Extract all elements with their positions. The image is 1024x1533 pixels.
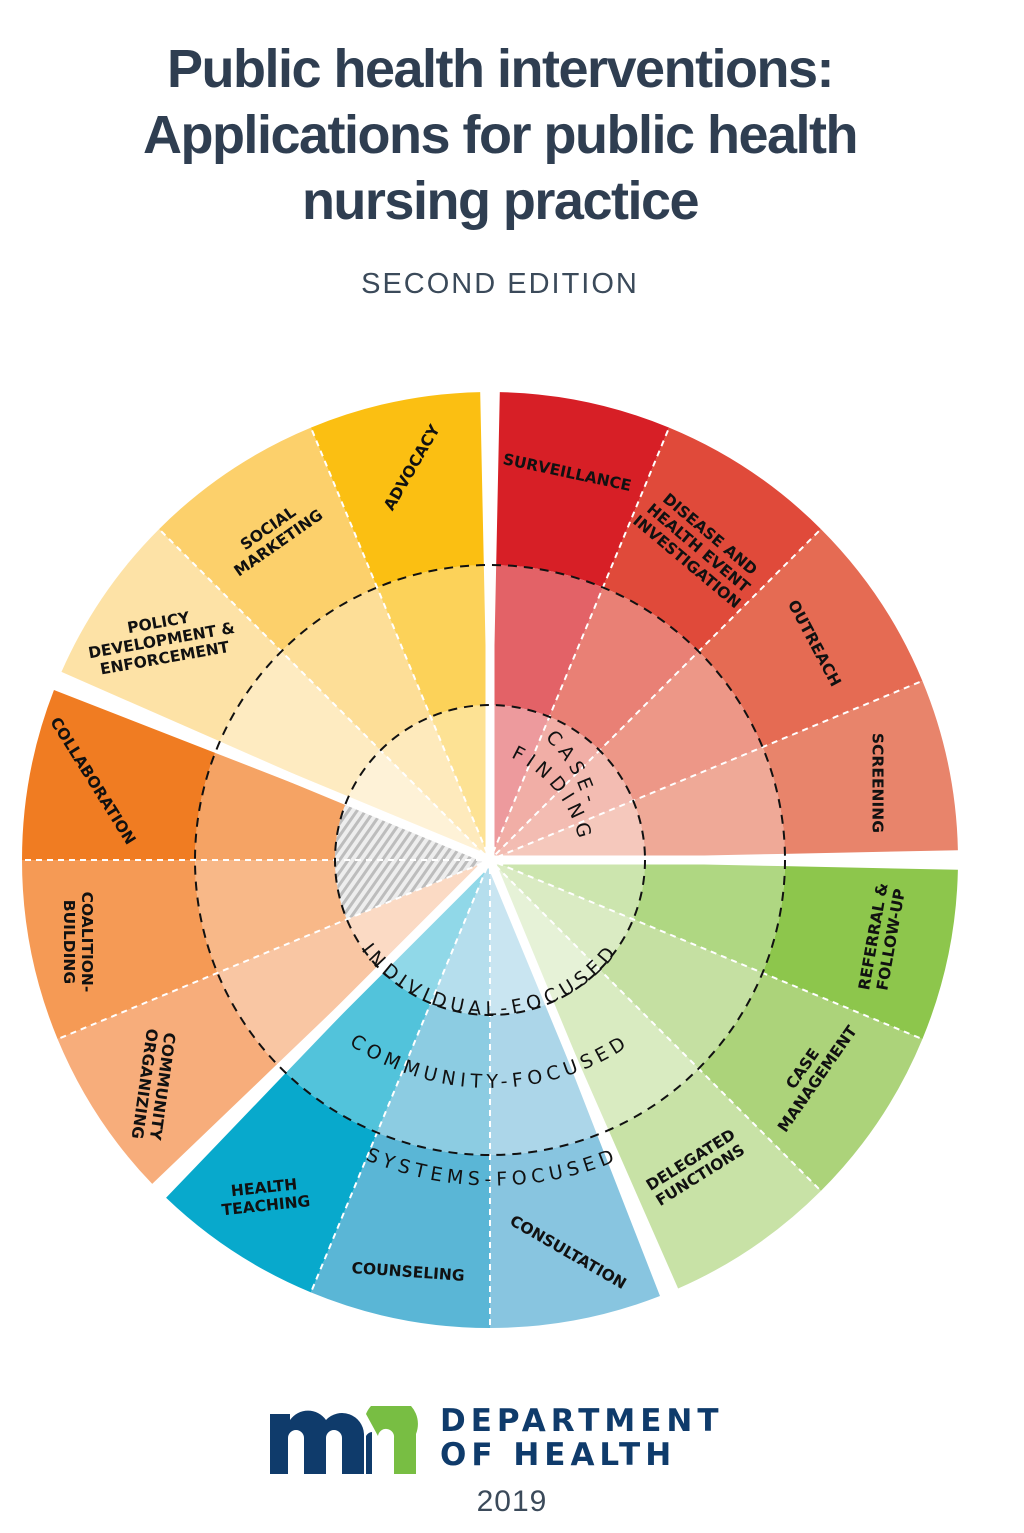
segment-inner-yellow-2 bbox=[348, 750, 490, 860]
segment-outer-red-3 bbox=[762, 680, 958, 854]
segment-inner-yellow-0 bbox=[430, 705, 490, 860]
segment-inner-red-2 bbox=[490, 750, 634, 860]
segment-outer-green-0 bbox=[762, 866, 958, 1040]
segment-inner-blue-1 bbox=[430, 860, 490, 1015]
segment-inner-blue-0 bbox=[382, 860, 490, 1004]
segment-inner-red-1 bbox=[490, 716, 600, 860]
wedge-yellow bbox=[61, 392, 490, 860]
dept-line-2: OF HEALTH bbox=[440, 1437, 677, 1473]
segment-middle-green-0 bbox=[633, 863, 785, 973]
segment-outer-yellow-1 bbox=[159, 427, 378, 652]
segment-middle-orange-2 bbox=[217, 919, 379, 1065]
segment-outer-orange-0 bbox=[22, 689, 216, 860]
segment-middle-blue-2 bbox=[490, 1004, 598, 1155]
segment-inner-red-0 bbox=[490, 705, 550, 860]
group-separator bbox=[485, 858, 675, 1298]
segment-middle-blue-1 bbox=[377, 1003, 490, 1155]
segment-inner-red-3 bbox=[490, 800, 645, 860]
wedge-green bbox=[490, 860, 958, 1289]
segment-outer-red-1 bbox=[602, 427, 821, 652]
segment-label-orange-1: COALITION-BUILDING bbox=[60, 892, 96, 993]
segment-inner-green-1 bbox=[490, 860, 634, 970]
department-name: DEPARTMENT OF HEALTH bbox=[440, 1404, 724, 1472]
segment-outer-orange-2 bbox=[57, 972, 278, 1184]
group-separator bbox=[153, 856, 494, 1197]
mn-logo-icon bbox=[270, 1406, 418, 1474]
segment-inner-orange-1 bbox=[335, 860, 490, 920]
segment-middle-orange-0 bbox=[195, 752, 346, 860]
group-separator bbox=[52, 675, 492, 865]
segment-outer-blue-1 bbox=[310, 1132, 490, 1328]
segment-inner-green-0 bbox=[490, 860, 645, 920]
segment-middle-red-3 bbox=[633, 747, 785, 857]
segment-outer-green-1 bbox=[698, 972, 923, 1191]
segment-outer-blue-2 bbox=[490, 1134, 661, 1328]
wheel-divider-lines bbox=[22, 388, 962, 1328]
title-line-1: Public health interventions: bbox=[166, 39, 835, 99]
segment-outer-red-2 bbox=[698, 529, 923, 748]
segment-inner-green-2 bbox=[490, 860, 600, 1002]
segment-middle-red-0 bbox=[493, 565, 603, 717]
segment-middle-orange-1 bbox=[195, 860, 347, 973]
wheel-sectors bbox=[21, 392, 958, 1328]
segment-middle-green-2 bbox=[552, 969, 699, 1131]
wedge-blue bbox=[166, 860, 661, 1328]
title-line-2: Applications for public health bbox=[142, 105, 859, 165]
edition-subtitle: SECOND EDITION bbox=[361, 268, 639, 300]
publication-year: 2019 bbox=[476, 1485, 548, 1518]
dept-line-1: DEPARTMENT bbox=[440, 1403, 724, 1439]
segment-label-red-3: SCREENING bbox=[868, 733, 886, 833]
segment-middle-yellow-2 bbox=[219, 651, 381, 798]
wheel-rings bbox=[194, 564, 786, 1156]
segment-inner-orange-2 bbox=[346, 860, 490, 968]
segment-middle-blue-0 bbox=[285, 971, 431, 1133]
segment-middle-yellow-0 bbox=[377, 565, 487, 717]
segment-outer-blue-0 bbox=[166, 1072, 378, 1293]
segment-outer-yellow-2 bbox=[61, 529, 282, 742]
segment-outer-orange-1 bbox=[21, 860, 218, 1040]
segment-inner-yellow-1 bbox=[380, 716, 490, 860]
segment-outer-red-0 bbox=[496, 392, 670, 588]
wedge-orange bbox=[21, 689, 490, 1184]
segment-outer-yellow-0 bbox=[310, 392, 484, 588]
title-line-3: nursing practice bbox=[301, 171, 700, 231]
page-title: Public health interventions: Application… bbox=[0, 36, 1000, 234]
segment-outer-green-2 bbox=[608, 1068, 821, 1289]
